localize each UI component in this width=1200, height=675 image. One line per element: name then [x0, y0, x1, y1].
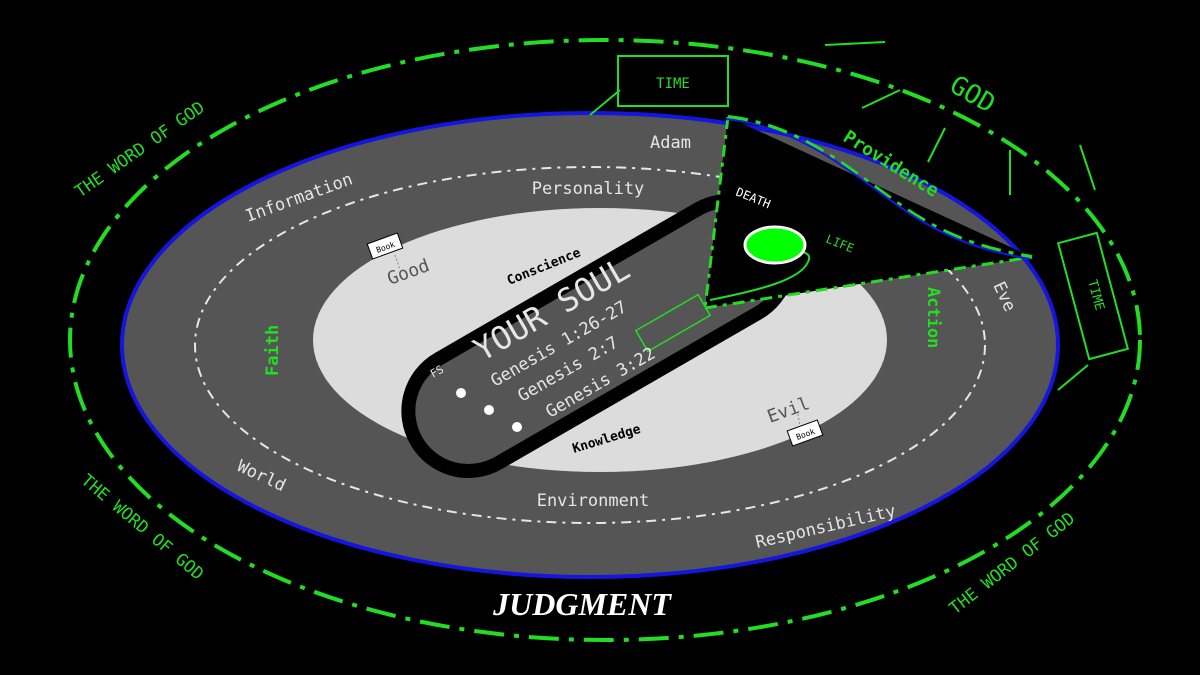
god-rays: [824, 41, 1096, 195]
time-top-label: TIME: [656, 76, 690, 92]
personality-ring: [194, 166, 986, 524]
time-box-right: [1056, 231, 1130, 361]
soul-dot-3: [512, 422, 522, 432]
time-right-label: TIME: [1084, 278, 1107, 312]
soul-dot-2: [484, 405, 494, 415]
providence-curve: [727, 115, 1033, 259]
life-dot: [743, 225, 807, 265]
soul-dot-1: [456, 388, 466, 398]
soul-fs-label: FS: [428, 363, 446, 381]
word-of-god-ring: [68, 38, 1142, 642]
book-tag-good: Book: [366, 232, 404, 260]
time-right-connector: [1057, 364, 1089, 391]
personality-label: Personality: [532, 179, 645, 199]
god-label: GOD: [945, 70, 1001, 119]
action-label: Action: [923, 287, 943, 348]
environment-label: Environment: [537, 491, 650, 511]
adam-label: Adam: [650, 133, 691, 153]
time-top-connector: [589, 89, 621, 116]
book-good-string: [394, 254, 401, 271]
book-tag-evil: Book: [786, 419, 824, 447]
wedge-edge-left: [703, 116, 730, 309]
faith-label: Faith: [263, 325, 283, 376]
soul-tag: [634, 293, 712, 353]
time-box-top: [617, 55, 729, 107]
word-of-god-bottom-right: THE WORD OF GOD: [946, 509, 1079, 619]
judgment-label: JUDGMENT: [492, 586, 672, 622]
providence-blue-edge: [725, 118, 1031, 260]
